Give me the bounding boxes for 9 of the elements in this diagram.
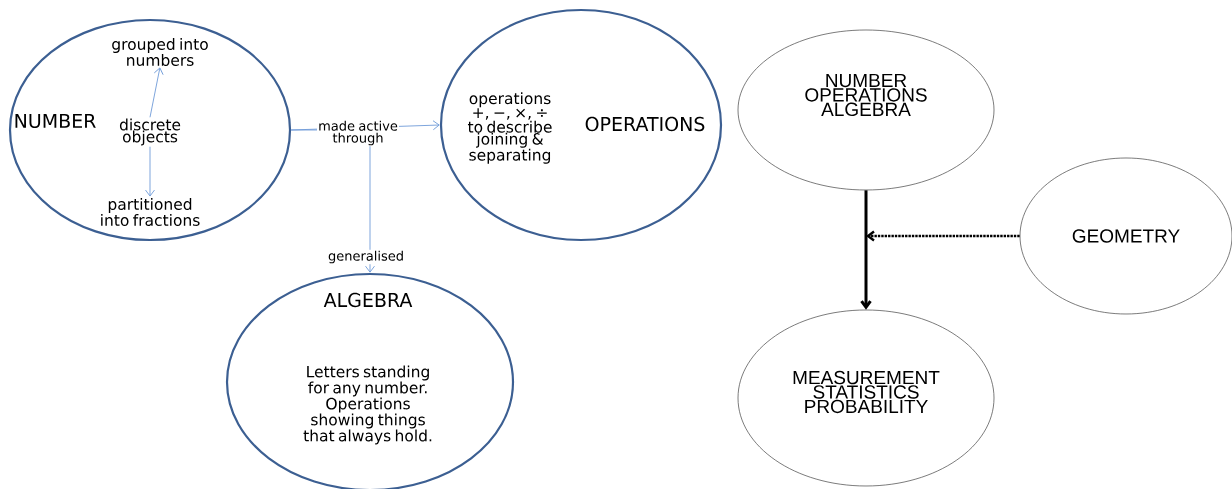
arrow xyxy=(860,190,872,310)
concept-text: grouped into numbers xyxy=(112,38,208,66)
arrow xyxy=(149,67,164,118)
arrow xyxy=(145,146,155,197)
edge-label: generalised xyxy=(325,249,407,265)
concept-text: discrete objects xyxy=(119,118,181,146)
arrow xyxy=(866,230,1020,242)
edge-label: made active through xyxy=(317,119,399,147)
concept-text: partitioned into fractions xyxy=(101,198,200,226)
